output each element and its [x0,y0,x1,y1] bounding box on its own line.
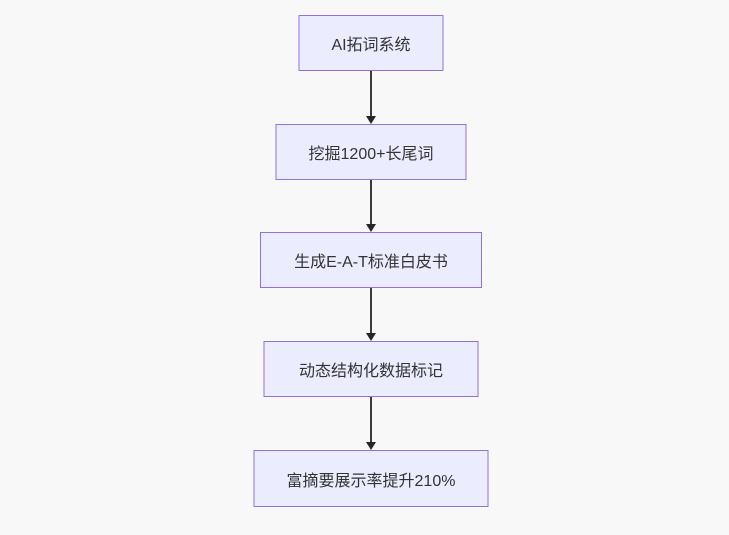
node-label: 挖掘1200+长尾词 [308,146,434,163]
flowchart-node-step-1: AI拓词系统 [298,15,444,71]
arrowhead-down-icon [366,442,376,450]
edge-line [370,288,372,333]
flowchart-node-step-4: 动态结构化数据标记 [263,341,479,397]
node-label: 生成E-A-T标准白皮书 [294,254,448,271]
flowchart-edge-4-5 [366,397,376,450]
edge-line [370,71,372,116]
arrowhead-down-icon [366,333,376,341]
flowchart-node-step-2: 挖掘1200+长尾词 [275,124,467,180]
flowchart-node-step-3: 生成E-A-T标准白皮书 [260,232,482,288]
node-label: 动态结构化数据标记 [298,363,443,380]
node-label: AI拓词系统 [331,37,411,54]
edge-line [370,180,372,224]
arrowhead-down-icon [366,224,376,232]
flowchart-edge-3-4 [366,288,376,341]
node-label: 富摘要展示率提升210% [286,472,456,490]
edge-line [370,397,372,442]
flowchart-edge-1-2 [366,71,376,124]
flowchart-node-step-5: 富摘要展示率提升210% [253,450,489,507]
flowchart-edge-2-3 [366,180,376,232]
arrowhead-down-icon [366,116,376,124]
